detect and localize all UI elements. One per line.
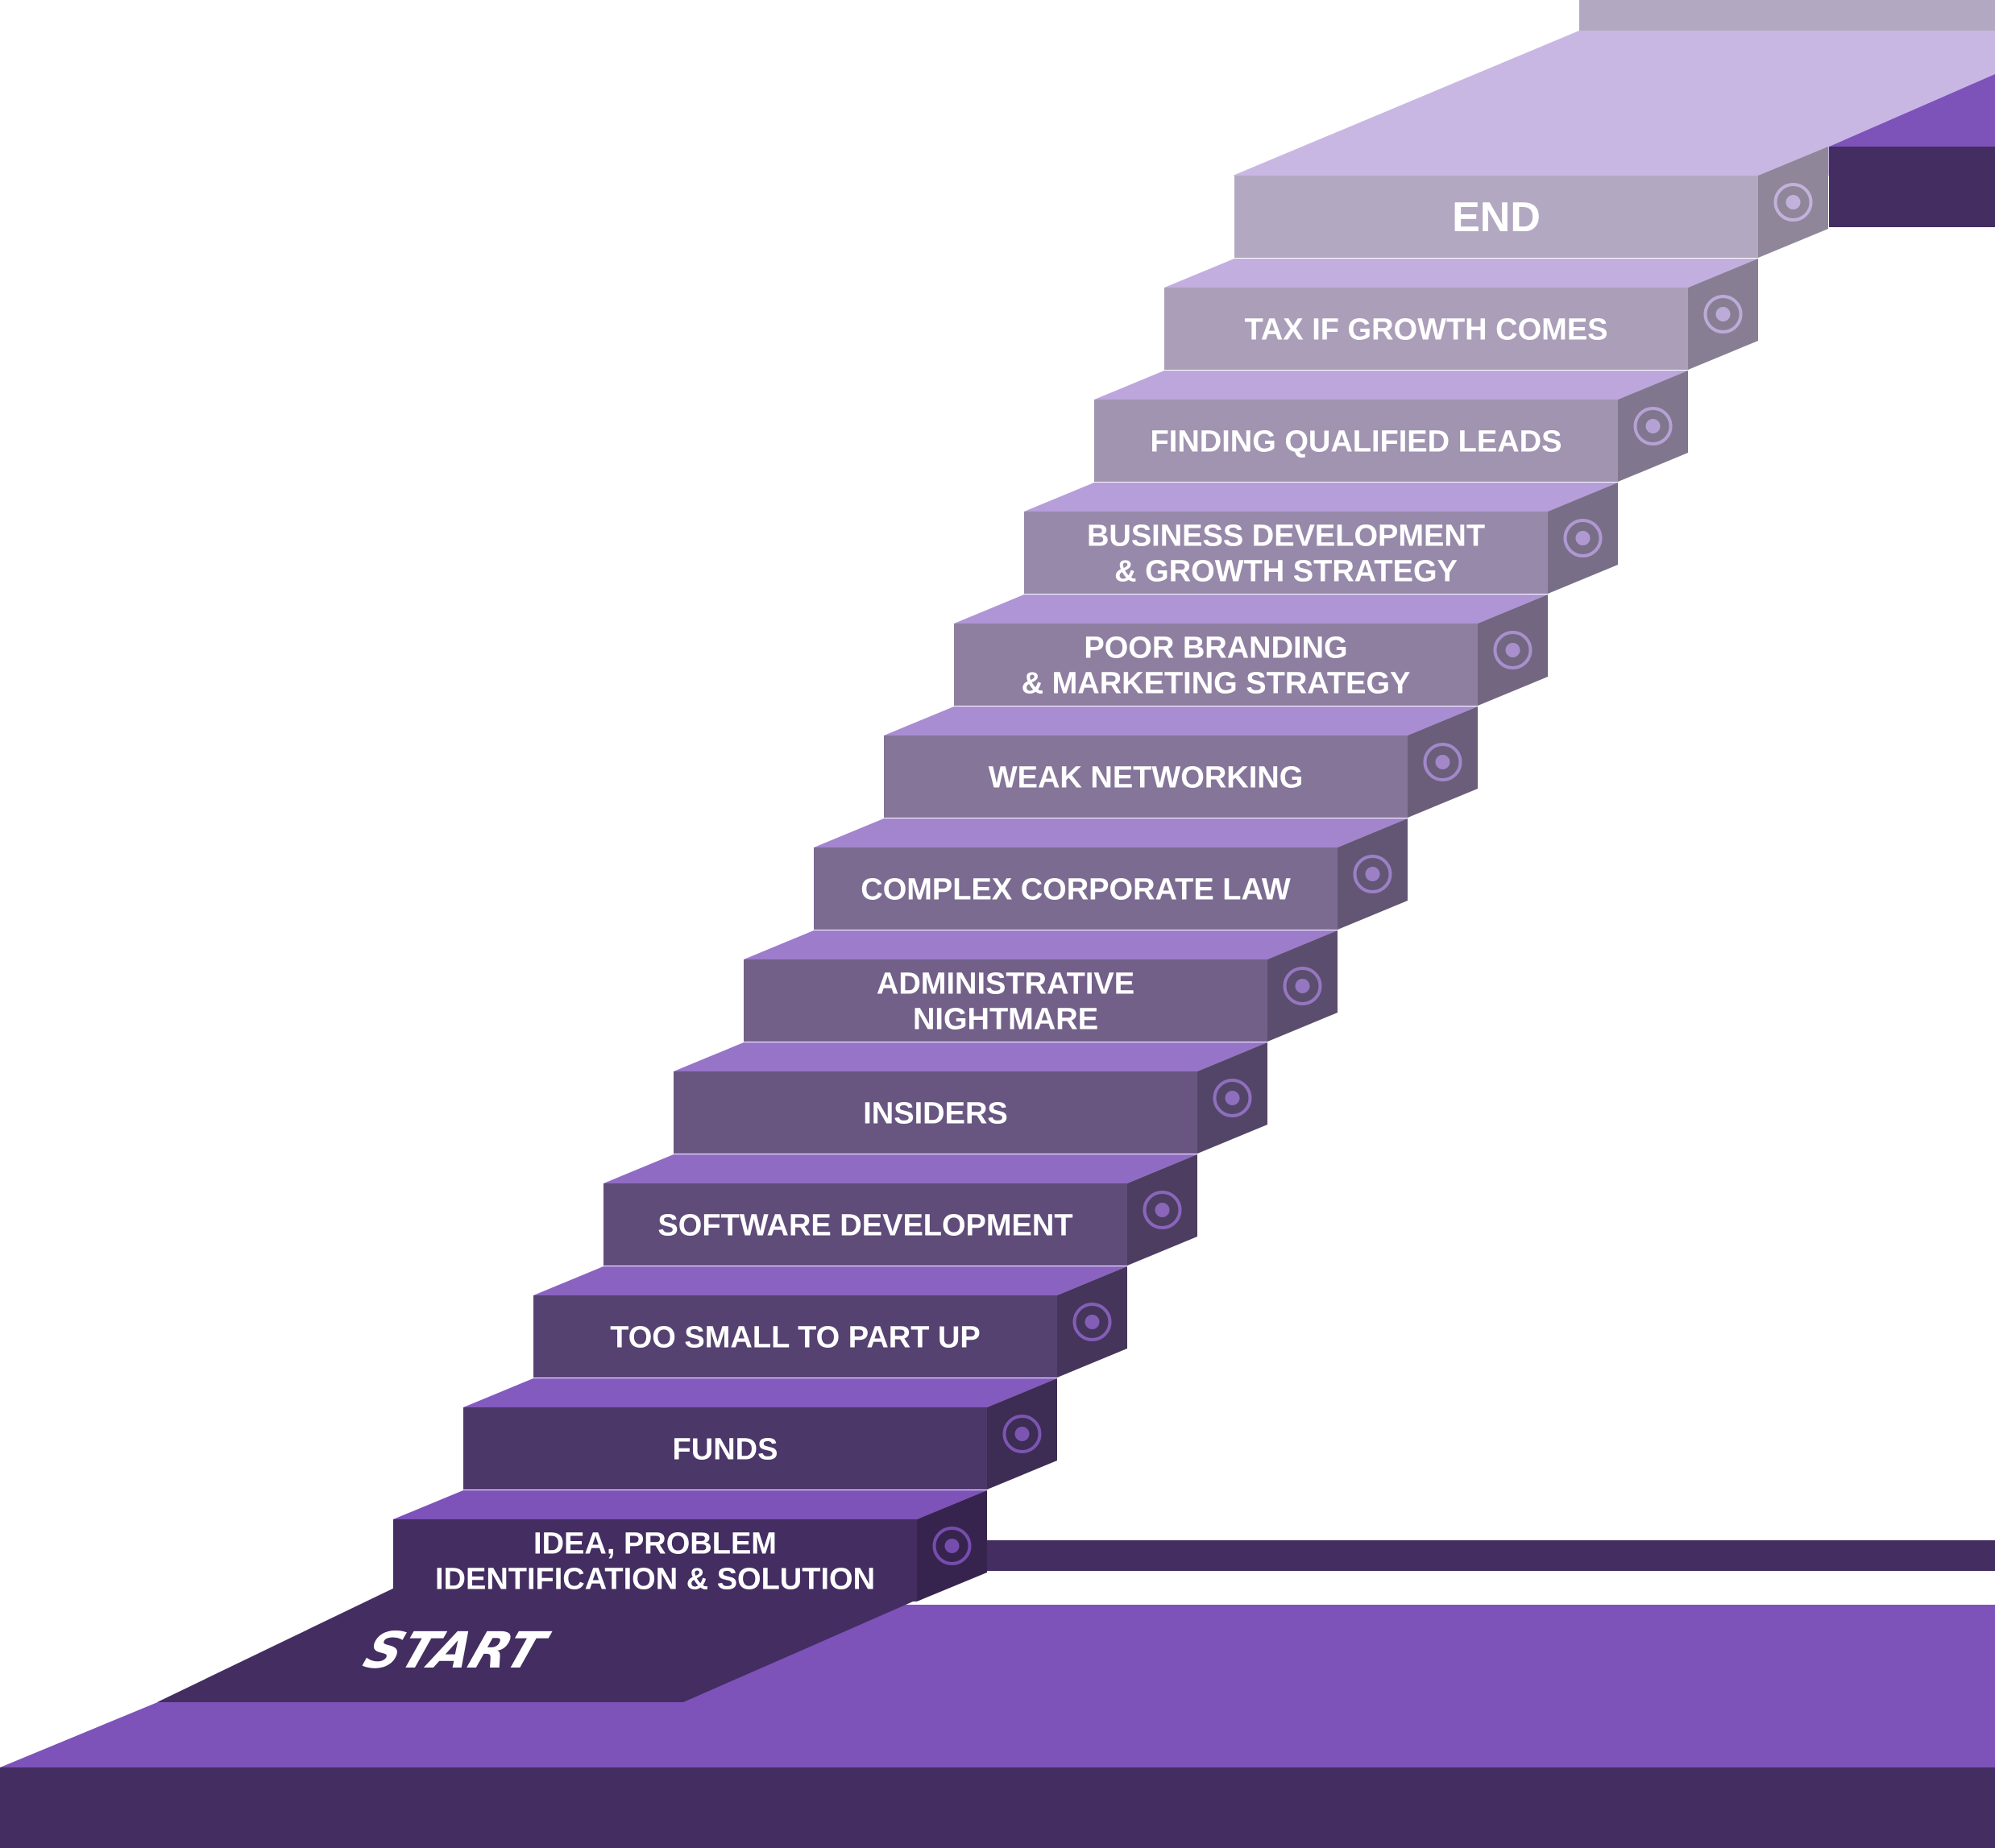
network-people-icon xyxy=(1423,743,1462,781)
step-9: POOR BRANDING& MARKETING STRATEGY xyxy=(954,595,1548,706)
step-7: COMPLEX CORPORATE LAW xyxy=(814,818,1408,930)
floor: START xyxy=(0,1540,1995,1848)
step-front xyxy=(1234,176,1758,258)
step-label: WEAK NETWORKING xyxy=(989,760,1304,794)
step-tread xyxy=(884,706,1478,735)
stacked-squares-icon xyxy=(1072,1303,1112,1341)
step-5: INSIDERS xyxy=(674,1042,1267,1154)
money-bag-icon xyxy=(1002,1415,1042,1453)
floor-front xyxy=(0,1767,1995,1848)
step-tread xyxy=(463,1378,1057,1407)
step-front xyxy=(603,1183,1127,1266)
briefcase-gavel-icon xyxy=(1353,855,1392,893)
step-label: FINDING QUALIFIED LEADS xyxy=(1151,425,1562,458)
step-front xyxy=(954,624,1478,706)
top-landing-side xyxy=(1829,74,1995,147)
step-tread xyxy=(393,1490,987,1519)
step-label: & GROWTH STRATEGY xyxy=(1114,554,1458,588)
step-3: TOO SMALL TO PART UP xyxy=(533,1266,1127,1378)
step-8: WEAK NETWORKING xyxy=(884,706,1478,818)
lightbulb-gear-icon xyxy=(932,1527,972,1565)
step-front xyxy=(1094,400,1618,482)
step-front xyxy=(1164,288,1688,370)
step-tread xyxy=(1164,259,1758,288)
step-tread xyxy=(814,818,1408,847)
step-label: IDENTIFICATION & SOLUTION xyxy=(435,1562,875,1596)
handshake-icon xyxy=(1633,407,1673,445)
step-front xyxy=(533,1295,1057,1378)
top-landing xyxy=(1233,0,1995,227)
step-label: POOR BRANDING xyxy=(1084,631,1347,665)
step-front xyxy=(744,959,1267,1042)
step-tread xyxy=(1024,483,1618,512)
step-tread xyxy=(533,1266,1127,1295)
shield-bug-icon xyxy=(1213,1079,1252,1117)
step-tread xyxy=(1094,371,1688,400)
step-label: BUSINESS DEVELOPMENT xyxy=(1087,519,1485,553)
step-4: SOFTWARE DEVELOPMENT xyxy=(603,1154,1197,1266)
step-front xyxy=(1024,512,1548,594)
star-burst-icon xyxy=(1773,183,1813,222)
step-10: BUSINESS DEVELOPMENT& GROWTH STRATEGY xyxy=(1024,483,1618,594)
step-label: NIGHTMARE xyxy=(913,1002,1098,1036)
top-landing-front xyxy=(1829,147,1995,227)
step-12: TAX IF GROWTH COMES xyxy=(1164,259,1758,370)
code-gear-icon xyxy=(1143,1191,1182,1229)
step-13: END xyxy=(1234,147,1828,258)
step-label: IDEA, PROBLEM xyxy=(533,1527,777,1560)
floor-back-strip xyxy=(983,1540,1995,1571)
step-tread xyxy=(674,1042,1267,1071)
top-landing-floor xyxy=(1233,31,1995,176)
step-label: & MARKETING STRATEGY xyxy=(1022,666,1411,700)
end-label: END xyxy=(1452,194,1541,241)
document-pen-icon xyxy=(1283,967,1322,1005)
step-label: ADMINISTRATIVE xyxy=(877,967,1134,1001)
step-tread xyxy=(603,1154,1197,1183)
step-label: TAX IF GROWTH COMES xyxy=(1244,313,1607,346)
step-11: FINDING QUALIFIED LEADS xyxy=(1094,371,1688,482)
growth-percent-icon xyxy=(1703,295,1743,334)
step-2: FUNDS xyxy=(463,1378,1057,1490)
step-label: TOO SMALL TO PART UP xyxy=(610,1320,981,1354)
step-label: COMPLEX CORPORATE LAW xyxy=(861,872,1291,906)
step-front xyxy=(814,847,1338,930)
step-label: SOFTWARE DEVELOPMENT xyxy=(657,1208,1072,1242)
step-label: FUNDS xyxy=(673,1432,778,1466)
megaphone-laptop-icon xyxy=(1493,631,1533,669)
step-label: INSIDERS xyxy=(863,1096,1007,1130)
step-front xyxy=(463,1407,987,1490)
start-label: START xyxy=(356,1622,556,1680)
rocket-icon xyxy=(1563,519,1603,557)
step-tread xyxy=(954,595,1548,624)
top-landing-back xyxy=(1579,0,1995,31)
start-pad xyxy=(157,1571,983,1702)
step-front xyxy=(393,1519,917,1601)
step-tread xyxy=(1234,147,1828,176)
step-front xyxy=(884,735,1408,818)
step-tread xyxy=(744,930,1338,959)
step-front xyxy=(674,1071,1197,1154)
